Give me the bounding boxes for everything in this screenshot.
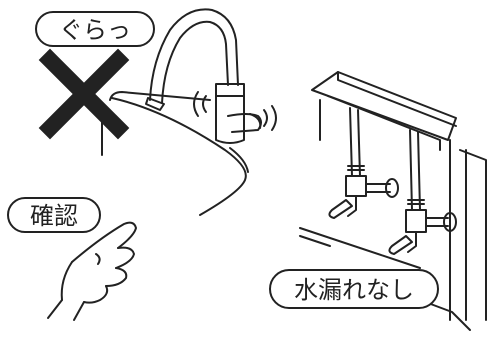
no-leak-label-text: 水漏れなし bbox=[294, 276, 414, 304]
cabinet bbox=[299, 71, 487, 331]
no-leak-label: 水漏れなし bbox=[269, 269, 439, 309]
pointing-hand-icon bbox=[47, 221, 137, 321]
wobble-label-text: ぐらっ bbox=[59, 16, 131, 44]
check-label-text: 確認 bbox=[30, 202, 78, 230]
cross-mark-icon bbox=[38, 48, 130, 140]
faucet-icon bbox=[145, 8, 277, 144]
wobble-label: ぐらっ bbox=[35, 11, 155, 47]
check-label: 確認 bbox=[7, 197, 101, 233]
sink-basin bbox=[101, 91, 249, 216]
stop-valve-icon bbox=[328, 107, 457, 255]
